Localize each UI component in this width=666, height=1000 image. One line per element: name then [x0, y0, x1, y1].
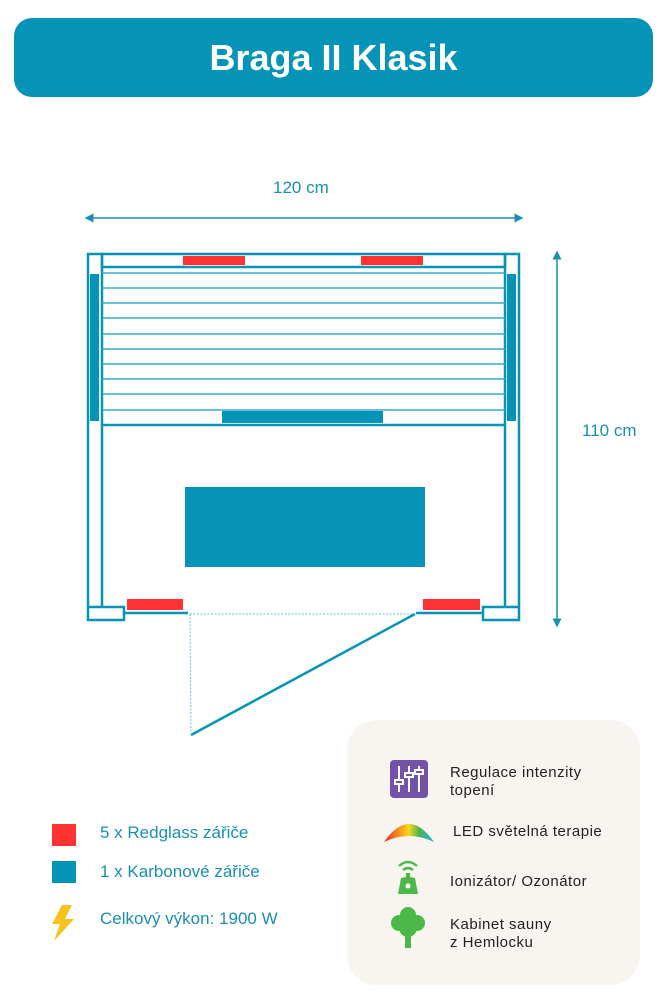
- carbon-heater-left: [90, 274, 99, 421]
- ionizer-icon: [398, 860, 418, 894]
- feature-text: topení: [450, 782, 495, 799]
- legend-power: Celkový výkon: 1900 W: [100, 909, 278, 928]
- tree-icon: [391, 907, 425, 948]
- feature-ionizer: Ionizátor/ Ozonátor: [450, 873, 588, 890]
- feature-text: Kabinet sauny: [450, 916, 552, 933]
- legend-redglass: 5 x Redglass zářiče: [100, 823, 249, 842]
- width-label: 120 cm: [273, 178, 329, 197]
- carbon-swatch: [52, 861, 76, 883]
- rainbow-icon: [384, 824, 434, 842]
- redglass-heater: [183, 256, 245, 265]
- right-wall: [481, 252, 521, 622]
- redglass-heater: [361, 256, 423, 265]
- redglass-heater: [423, 599, 480, 610]
- feature-led: LED světelná terapie: [453, 823, 603, 840]
- page-title: Braga II Klasik: [209, 36, 458, 78]
- title-banner: Braga II Klasik: [14, 18, 653, 97]
- depth-label: 110 cm: [582, 421, 637, 440]
- carbon-heater-right: [507, 274, 516, 421]
- legend-carbon: 1 x Karbonové zářiče: [100, 862, 260, 881]
- bench-slats: [102, 272, 505, 427]
- carbon-heater-floor: [185, 487, 425, 567]
- door: [190, 612, 416, 737]
- redglass-swatch: [52, 824, 76, 846]
- left-wall: [86, 252, 126, 622]
- sliders-icon: [390, 760, 428, 798]
- lightning-icon: [52, 905, 74, 941]
- feature-text: z Hemlocku: [450, 934, 534, 951]
- feature-text: Regulace intenzity: [450, 764, 582, 781]
- redglass-heater: [127, 599, 183, 610]
- top-bench-back: [100, 252, 507, 269]
- carbon-heater-bench: [222, 411, 383, 423]
